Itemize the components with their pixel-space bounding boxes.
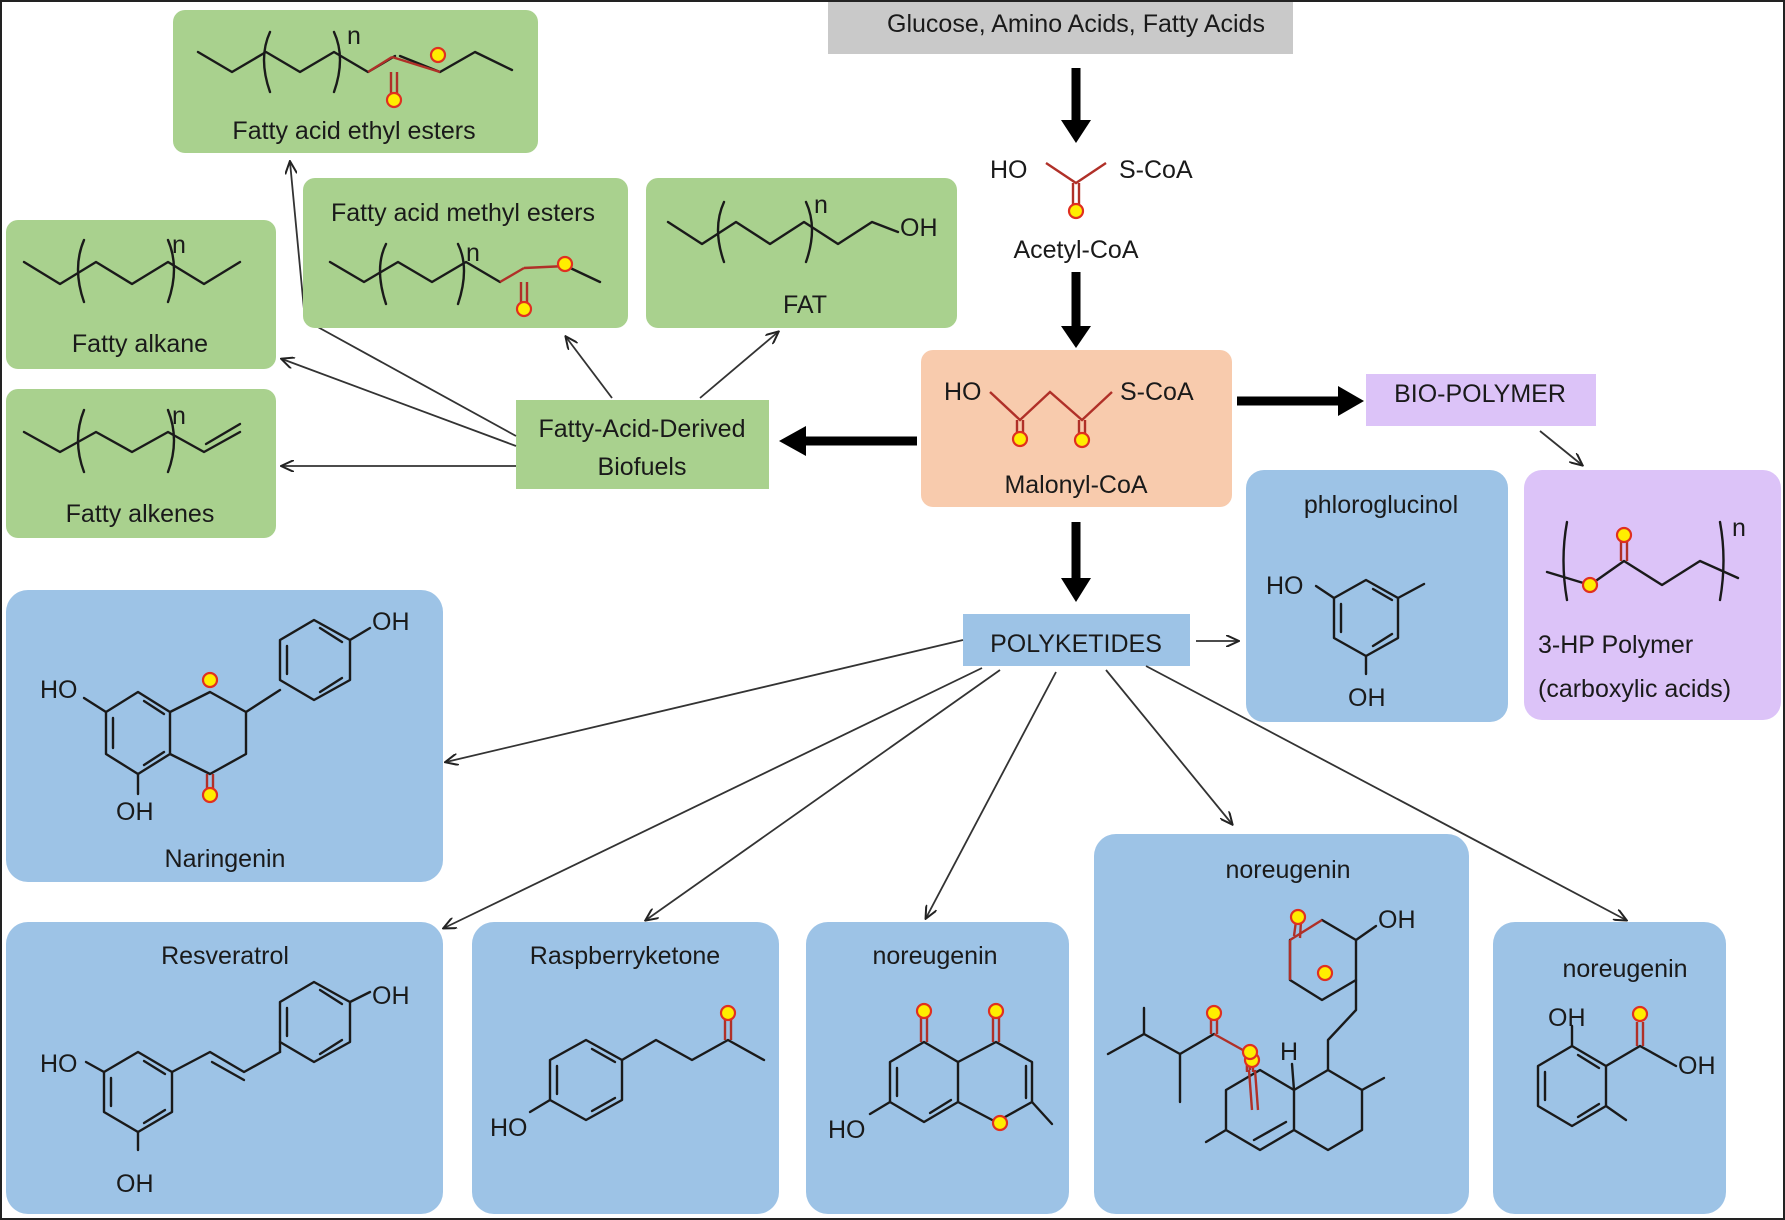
- resveratrol-box: Resveratrol OH HO OH: [6, 922, 443, 1214]
- noreugenin-1-ho: HO: [828, 1116, 866, 1144]
- biofuels-hub-box: Fatty-Acid-Derived Biofuels: [516, 400, 769, 489]
- source-label: Glucose, Amino Acids, Fatty Acids: [887, 10, 1265, 38]
- naringenin-oh-bottom: OH: [116, 798, 154, 826]
- phloroglucinol-ho: HO: [1266, 572, 1304, 600]
- acetyl-coa-ho: HO: [990, 156, 1028, 184]
- biopolymer-label: BIO-POLYMER: [1394, 380, 1566, 408]
- acetyl-coa-label: Acetyl-CoA: [1013, 236, 1138, 264]
- alkane-box: n Fatty alkane: [6, 220, 276, 369]
- phloroglucinol-label: phloroglucinol: [1304, 491, 1458, 519]
- 3hp-line1: 3-HP Polymer: [1538, 631, 1693, 659]
- alkenes-repeat-n: n: [172, 402, 186, 430]
- noreugenin-3-oh-right: OH: [1678, 1052, 1716, 1080]
- naringenin-ho-left: HO: [40, 676, 78, 704]
- alkane-repeat-n: n: [172, 231, 186, 259]
- alkenes-box: n Fatty alkenes: [6, 389, 276, 538]
- malonyl-coa-box: HO S-CoA Malonyl-CoA: [921, 350, 1232, 507]
- 3hp-repeat-n: n: [1732, 514, 1746, 542]
- ethyl-esters-label: Fatty acid ethyl esters: [232, 117, 475, 145]
- noreugenin-1-box: noreugenin HO: [806, 922, 1069, 1214]
- ethyl-esters-repeat-n: n: [347, 22, 361, 50]
- noreugenin-3-box: noreugenin OH OH: [1493, 922, 1726, 1214]
- biopolymer-box: BIO-POLYMER: [1366, 374, 1596, 426]
- fat-oh: OH: [900, 214, 938, 242]
- ethyl-esters-box: n Fatty acid ethyl esters: [173, 10, 538, 153]
- alkenes-label: Fatty alkenes: [66, 500, 215, 528]
- methyl-esters-box: Fatty acid methyl esters n: [303, 178, 628, 328]
- acetyl-coa-structure: HO S-CoA Acetyl-CoA: [990, 156, 1193, 264]
- naringenin-label: Naringenin: [165, 845, 286, 873]
- raspberryketone-label: Raspberryketone: [530, 942, 720, 970]
- fat-box: n OH FAT: [646, 178, 957, 328]
- acetyl-coa-scoa: S-CoA: [1119, 156, 1193, 184]
- polyketide-arrows: [444, 640, 1626, 928]
- polyketides-box: POLYKETIDES: [963, 614, 1190, 666]
- polyketides-label: POLYKETIDES: [990, 630, 1162, 658]
- phloroglucinol-oh: OH: [1348, 684, 1386, 712]
- raspberryketone-box: Raspberryketone HO: [472, 922, 779, 1214]
- fat-repeat-n: n: [814, 191, 828, 219]
- noreugenin-2-box: noreugenin OH H: [1094, 834, 1469, 1214]
- malonyl-coa-label: Malonyl-CoA: [1004, 471, 1147, 499]
- biofuels-hub-line2: Biofuels: [598, 453, 687, 481]
- resveratrol-ho-left: HO: [40, 1050, 78, 1078]
- fat-label: FAT: [783, 291, 827, 319]
- naringenin-box: OH HO OH Naringenin: [6, 590, 443, 882]
- methyl-esters-repeat-n: n: [466, 239, 480, 267]
- main-flow-arrows: [779, 68, 1364, 602]
- noreugenin-3-label: noreugenin: [1562, 955, 1687, 983]
- noreugenin-2-oh: OH: [1378, 906, 1416, 934]
- 3hp-line2: (carboxylic acids): [1538, 675, 1731, 703]
- noreugenin-2-h: H: [1280, 1038, 1298, 1066]
- phloroglucinol-box: phloroglucinol HO OH: [1246, 470, 1508, 722]
- methyl-esters-label: Fatty acid methyl esters: [331, 199, 595, 227]
- noreugenin-2-label: noreugenin: [1225, 856, 1350, 884]
- alkane-label: Fatty alkane: [72, 330, 208, 358]
- source-box: Glucose, Amino Acids, Fatty Acids: [828, 2, 1293, 54]
- noreugenin-3-oh-top: OH: [1548, 1004, 1586, 1032]
- malonyl-coa-scoa: S-CoA: [1120, 378, 1194, 406]
- resveratrol-oh-bottom: OH: [116, 1170, 154, 1198]
- noreugenin-1-label: noreugenin: [872, 942, 997, 970]
- 3hp-polymer-box: n 3-HP Polymer (carboxylic acids): [1524, 470, 1781, 720]
- raspberryketone-ho: HO: [490, 1114, 528, 1142]
- malonyl-coa-ho: HO: [944, 378, 982, 406]
- resveratrol-oh-right: OH: [372, 982, 410, 1010]
- naringenin-oh-right: OH: [372, 608, 410, 636]
- arrow-to-3hp: [1539, 430, 1582, 465]
- biofuels-hub-line1: Fatty-Acid-Derived: [539, 415, 746, 443]
- resveratrol-label: Resveratrol: [161, 942, 289, 970]
